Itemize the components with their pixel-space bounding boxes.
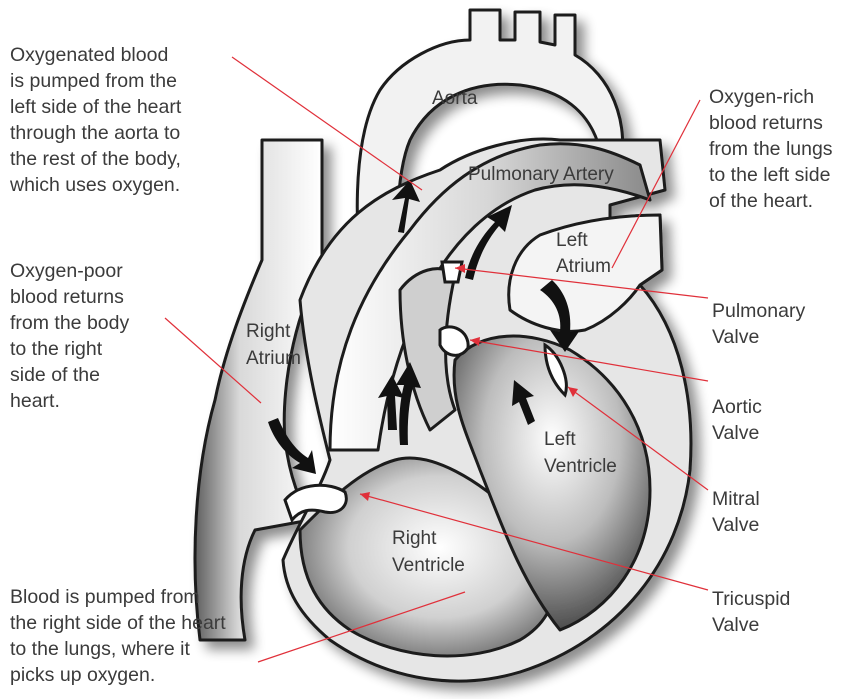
note-oxygen-rich-blood: Oxygen-rich blood returns from the lungs… — [709, 84, 867, 214]
label-aortic-valve: Aortic Valve — [712, 394, 862, 446]
label-right-ventricle-2: Ventricle — [392, 555, 465, 576]
label-pulmonary-valve: Pulmonary Valve — [712, 298, 862, 350]
label-right-atrium-1: Right — [246, 321, 291, 342]
label-right-ventricle-1: Right — [392, 528, 437, 549]
note-oxygenated-blood: Oxygenated blood is pumped from the left… — [10, 42, 240, 198]
note-oxygen-poor-blood: Oxygen-poor blood returns from the body … — [10, 258, 170, 414]
label-tricuspid-valve: Tricuspid Valve — [712, 586, 862, 638]
note-pumped-to-lungs: Blood is pumped from the right side of t… — [10, 584, 290, 688]
label-left-ventricle-1: Left — [544, 429, 576, 450]
label-pulmonary-artery: Pulmonary Artery — [468, 164, 614, 185]
label-left-atrium-2: Atrium — [556, 256, 611, 277]
label-aorta: Aorta — [432, 88, 478, 109]
label-right-atrium-2: Atrium — [246, 348, 301, 369]
pulmonary-valve-shape — [442, 262, 462, 282]
label-left-ventricle-2: Ventricle — [544, 456, 617, 477]
label-mitral-valve: Mitral Valve — [712, 486, 862, 538]
label-left-atrium-1: Left — [556, 230, 588, 251]
